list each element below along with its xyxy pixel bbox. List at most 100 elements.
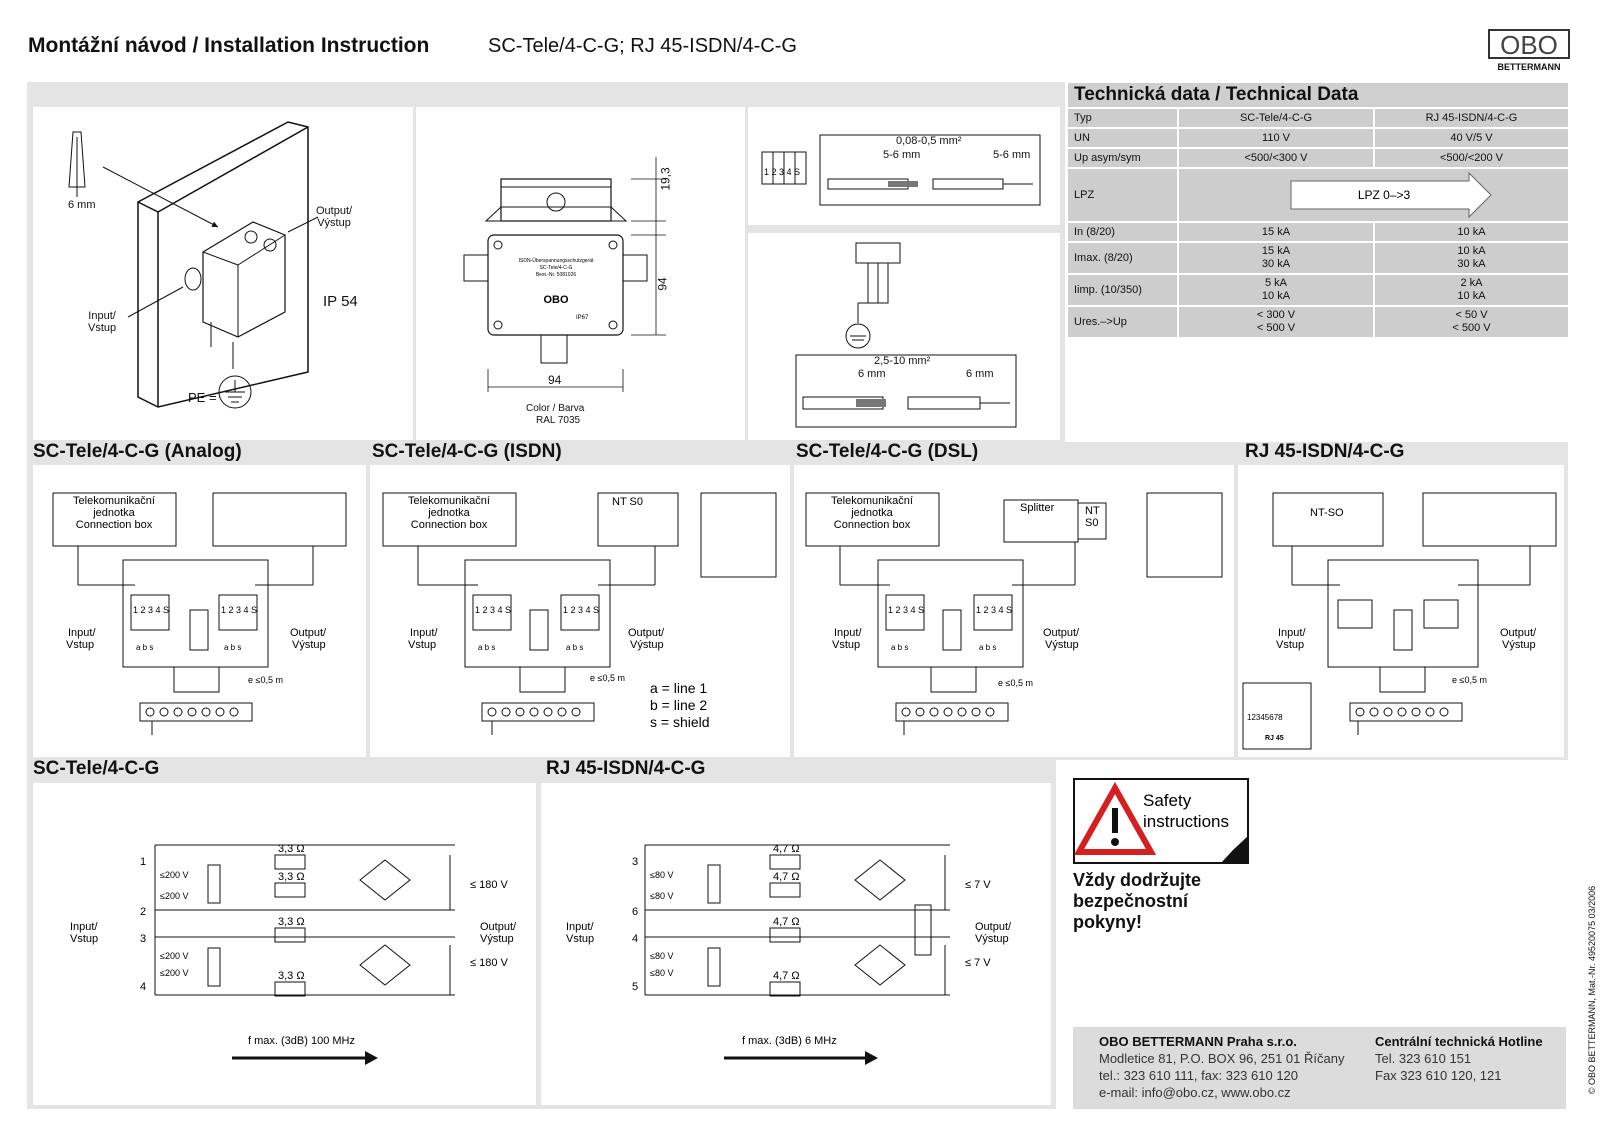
terminal-digits: 1 2 3 4 S	[475, 605, 511, 615]
conn-output-label: Výstup	[630, 639, 664, 651]
legend-line-1: a = line 1	[650, 680, 707, 696]
pe-wire-drawing	[795, 242, 1017, 428]
telco-line-3: Connection box	[76, 519, 153, 531]
uc-small-label: ≤200 V	[160, 951, 188, 961]
resistor-label: 4,7 Ω	[773, 843, 800, 855]
conn-title-dsl: SC-Tele/4-C-G (DSL)	[796, 441, 979, 462]
conn-input-label: Input/	[68, 627, 96, 639]
ip-rating: IP 54	[323, 293, 358, 310]
uc-big-label: ≤ 180 V	[470, 879, 509, 891]
conn-input-label: Input/	[1278, 627, 1306, 639]
uc-big-label: ≤ 180 V	[470, 957, 509, 969]
mounting-panel: 6 mm Output/ Výstup Input/ Vstup IP 54 P…	[33, 107, 413, 440]
nt-label: NT	[1085, 505, 1100, 517]
telco-line-3: Connection box	[411, 519, 488, 531]
tech-row-label: UN	[1068, 129, 1177, 147]
resistor-label: 3,3 Ω	[278, 916, 305, 928]
company-address: Modletice 81, P.O. BOX 96, 251 01 Říčany	[1099, 1051, 1345, 1066]
uc-small-label: ≤80 V	[650, 968, 673, 978]
company-phone: tel.: 323 610 111, fax: 323 610 120	[1099, 1068, 1299, 1083]
rj45-label: RJ 45	[1265, 735, 1284, 742]
s0-label: S0	[1085, 517, 1098, 529]
terminal-digits: 1 2 3 4 S	[221, 605, 257, 615]
conn-output-label: Výstup	[1045, 639, 1079, 651]
conn-input-label: Vstup	[1276, 639, 1304, 651]
strip-length-1b: 5-6 mm	[993, 149, 1031, 161]
device-line-3: Best.-Nr. 5081026	[536, 272, 577, 278]
uc-small-label: ≤80 V	[650, 891, 673, 901]
terminal-digits: 1 2 3 4 S	[976, 605, 1012, 615]
tech-hdr-rj: RJ 45-ISDN/4-C-G	[1375, 109, 1568, 127]
tech-row-label: Ures.–>Up	[1068, 307, 1177, 337]
conn-input-label: Input/	[834, 627, 862, 639]
abs-labels: a b s	[566, 643, 583, 652]
pe-wire-panel: 2,5-10 mm² 6 mm 6 mm	[748, 233, 1060, 440]
tech-row-label: Imax. (8/20)	[1068, 243, 1177, 273]
schematic-input-label: Vstup	[70, 933, 98, 945]
telco-line-1: Telekomunikační	[408, 495, 490, 507]
schematic-input-label: Input/	[70, 921, 98, 933]
resistor-label: 4,7 Ω	[773, 916, 800, 928]
conn-panel-isdn	[370, 465, 790, 757]
dim-width: 94	[548, 373, 562, 387]
tech-row-sc: < 300 V< 500 V	[1179, 307, 1373, 337]
pin-label: 4	[632, 933, 638, 945]
conn-output-label: Output/	[1043, 627, 1080, 639]
schematic-title-sc: SC-Tele/4-C-G	[33, 758, 160, 779]
conn-input-label: Input/	[410, 627, 438, 639]
fmax-label: f max. (3dB) 100 MHz	[248, 1035, 355, 1047]
telco-line-2: jednotka	[92, 507, 135, 519]
tech-row-label: Iimp. (10/350)	[1068, 275, 1177, 305]
schematic-output-label: Výstup	[480, 933, 514, 945]
pin-label: 5	[632, 981, 638, 993]
conn-output-label: Výstup	[292, 639, 326, 651]
tech-hdr-sc: SC-Tele/4-C-G	[1179, 109, 1373, 127]
schematic-output-label: Output/	[975, 921, 1012, 933]
conn-output-label: Výstup	[1502, 639, 1536, 651]
schematic-panel-rj	[541, 783, 1051, 1105]
uc-small-label: ≤200 V	[160, 870, 188, 880]
distance-label: e ≤0,5 m	[590, 673, 625, 683]
warning-triangle-icon: Safety instructions	[1073, 778, 1249, 864]
fmax-label: f max. (3dB) 6 MHz	[742, 1035, 837, 1047]
tech-row-sc: 110 V	[1179, 129, 1373, 147]
resistor-label: 3,3 Ω	[278, 970, 305, 982]
conn-input-label: Vstup	[408, 639, 436, 651]
conn-title-rj45: RJ 45-ISDN/4-C-G	[1245, 441, 1405, 462]
cross-section-1: 0,08-0,5 mm²	[896, 135, 962, 147]
dimensions-drawing: ISDN-Überspannungsschutzgerät SC-Tele/4-…	[463, 157, 666, 392]
strip-terminal-digits: 1 2 3 4 S	[764, 167, 800, 177]
schematic-panel-sc	[33, 783, 536, 1105]
safety-sign-line1: Safety	[1143, 791, 1192, 810]
mount-input-label: Input/ Vstup	[88, 310, 117, 334]
telco-line-1: Telekomunikační	[831, 495, 913, 507]
pin-label: 2	[140, 906, 146, 918]
fmax-arrow-head-sc	[365, 1051, 378, 1065]
resistor-label: 3,3 Ω	[278, 843, 305, 855]
uc-big-label: ≤ 7 V	[965, 957, 991, 969]
tech-row-rj: 10 kA	[1375, 223, 1568, 241]
conn-panel-analog	[33, 465, 366, 757]
device-line-2: SC-Tele/4-C-G	[540, 265, 573, 271]
device-ip: IP67	[576, 315, 589, 321]
conn-input-label: Vstup	[832, 639, 860, 651]
uc-small-label: ≤200 V	[160, 891, 188, 901]
mounting-drawing	[68, 121, 319, 409]
hotline-fax: Fax 323 610 120, 121	[1375, 1068, 1502, 1083]
pin-label: 6	[632, 906, 638, 918]
telco-line-3: Connection box	[834, 519, 911, 531]
tech-hdr-type: Typ	[1068, 109, 1177, 127]
safety-text-3: pokyny!	[1073, 912, 1143, 932]
dimensions-panel: ISDN-Überspannungsschutzgerät SC-Tele/4-…	[416, 107, 745, 440]
device-logo: OBO	[543, 294, 569, 306]
telco-line-2: jednotka	[427, 507, 470, 519]
lpz-value: LPZ 0–>3	[1358, 188, 1411, 202]
uc-small-label: ≤80 V	[650, 951, 673, 961]
strip-length-2a: 6 mm	[858, 368, 886, 380]
obo-logo-mark: OBO BETTERMANN	[1488, 29, 1570, 72]
distance-label: e ≤0,5 m	[1452, 675, 1487, 685]
wire-strip-drawing: 1 2 3 4 S	[761, 134, 1041, 206]
company-col: OBO BETTERMANN Praha s.r.o. Modletice 81…	[1099, 1033, 1344, 1101]
